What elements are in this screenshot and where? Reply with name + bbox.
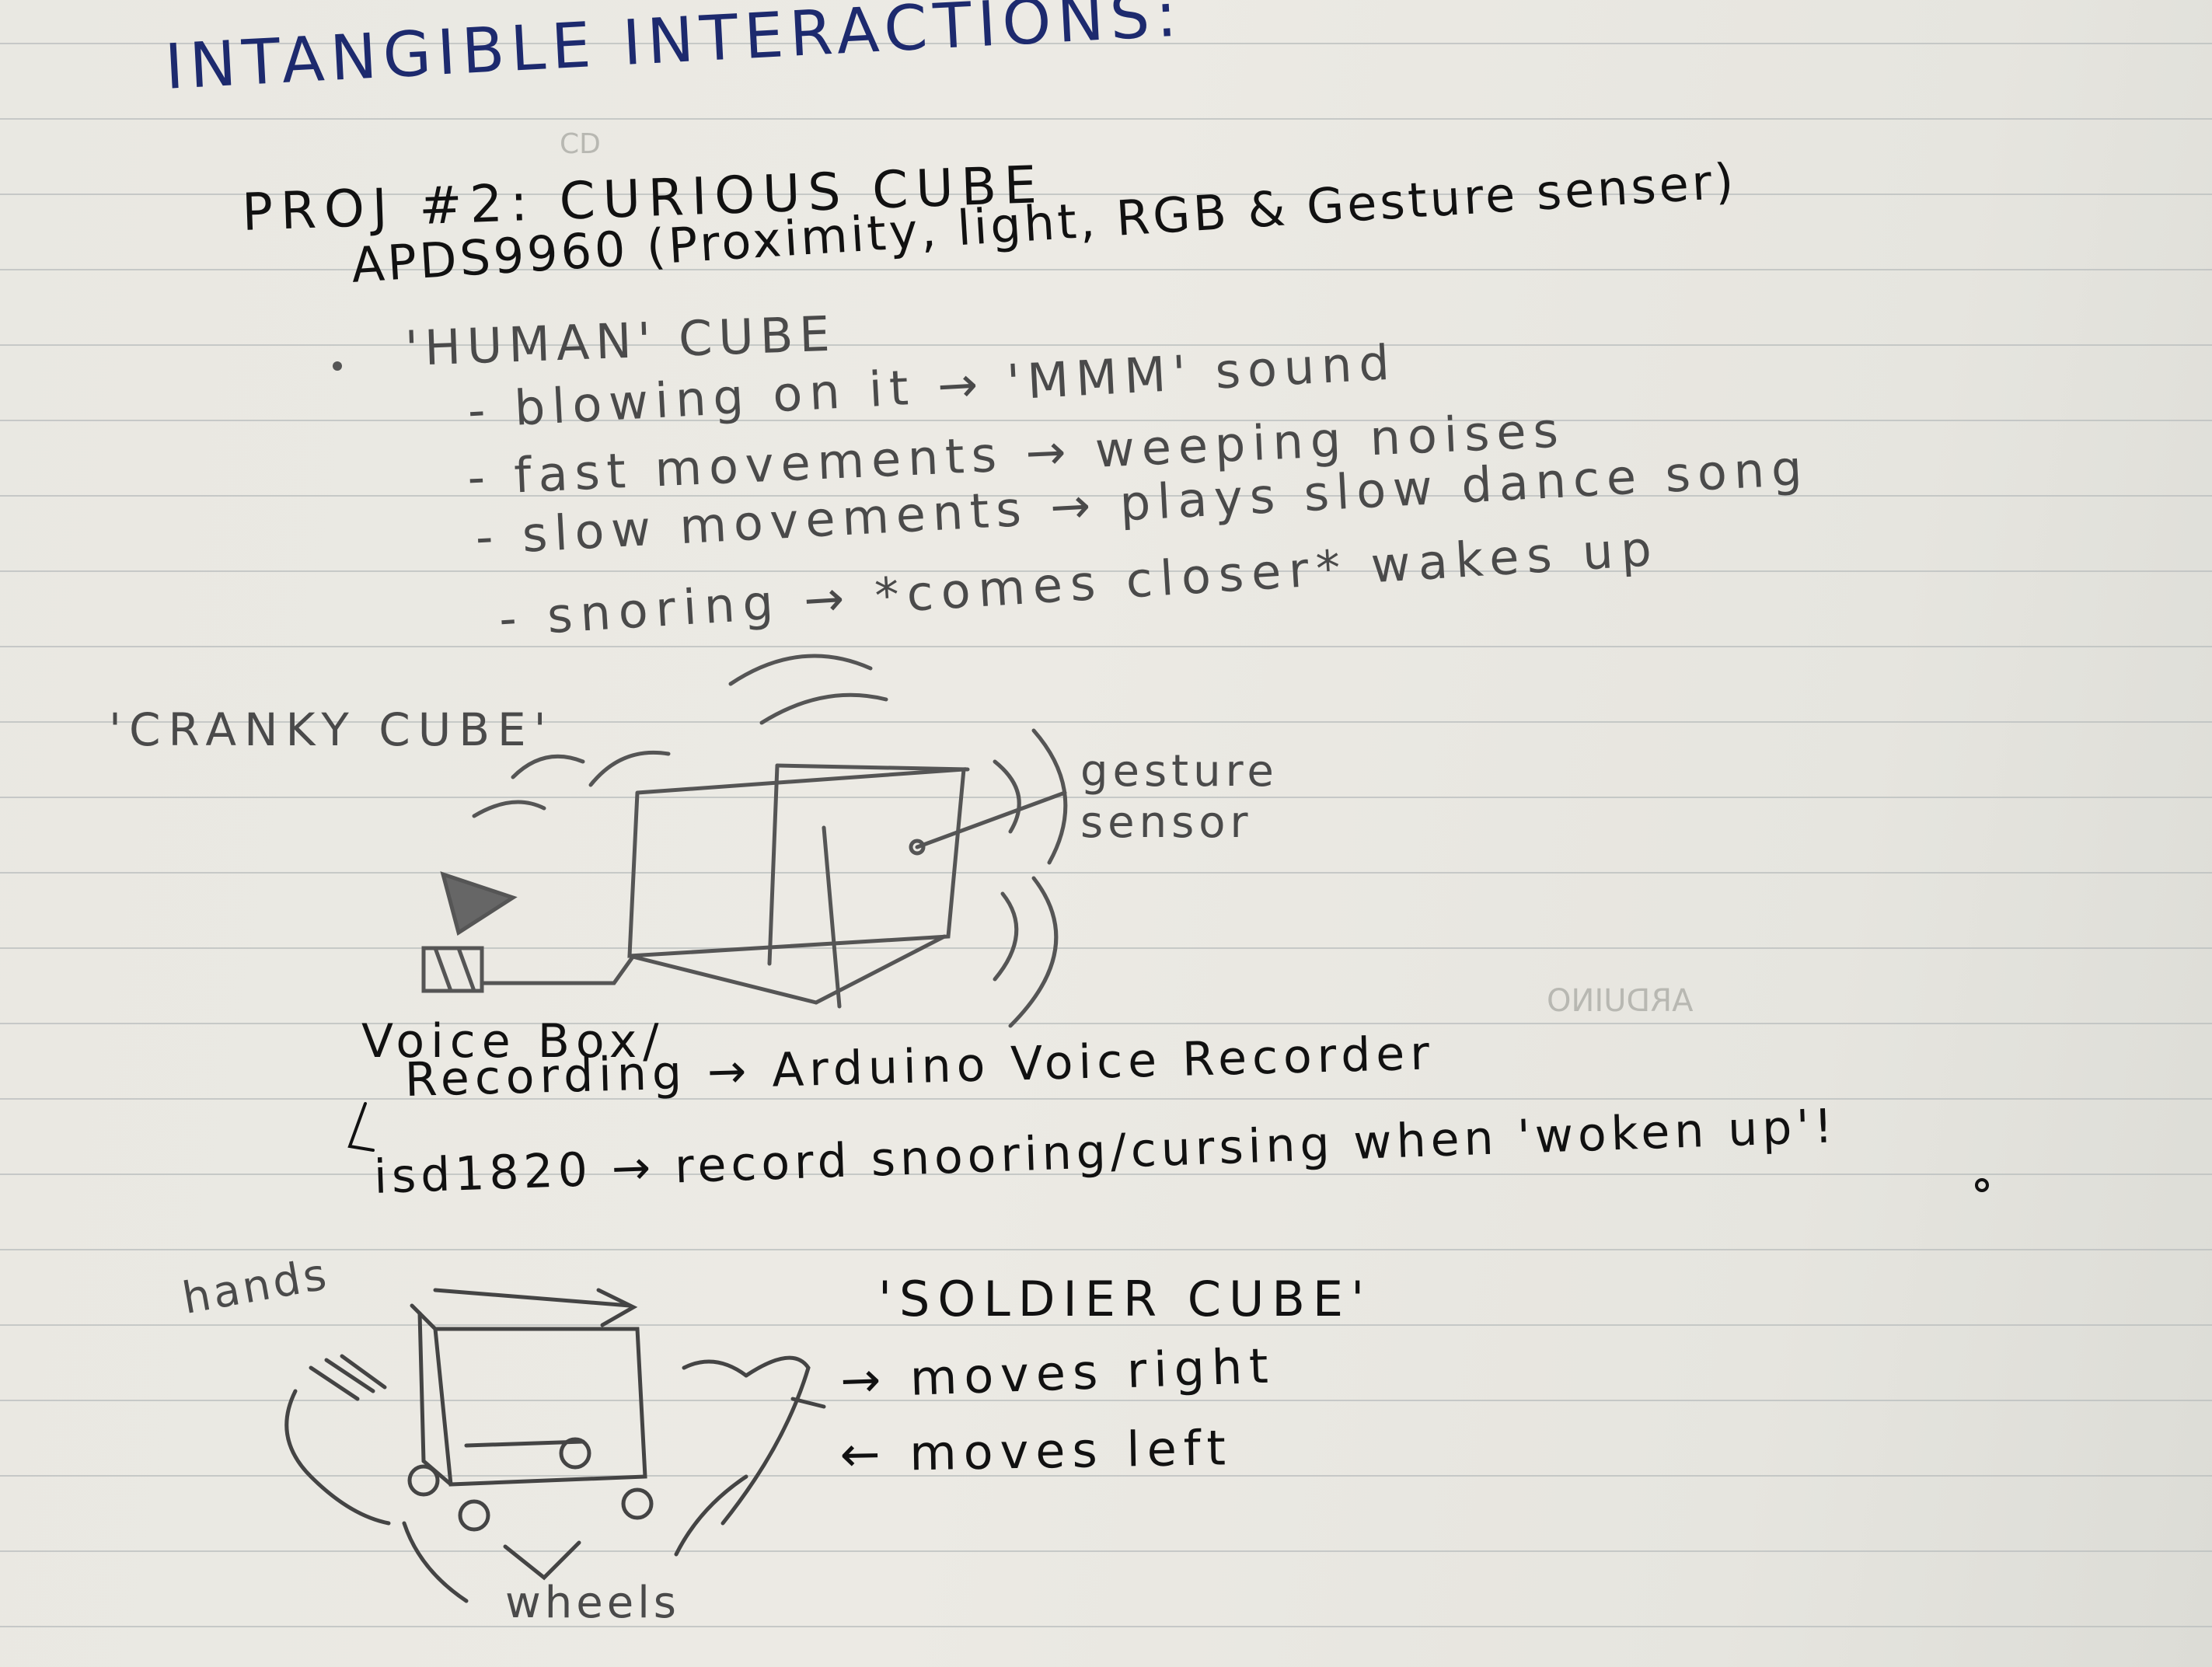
- rule-line: [0, 495, 2212, 497]
- rule-line: [0, 1174, 2212, 1175]
- soldier-cube-drawing: [284, 1288, 826, 1603]
- rule-line: [0, 1098, 2212, 1100]
- rule-line: [0, 344, 2212, 346]
- bleed-through-mark: CD: [560, 128, 601, 160]
- rule-line: [0, 269, 2212, 270]
- rule-line: [0, 570, 2212, 572]
- cranky-cube-drawing: [421, 654, 1068, 1028]
- rule-line: [0, 118, 2212, 120]
- rule-line: [0, 43, 2212, 44]
- rule-line: [0, 1249, 2212, 1250]
- rule-line: [0, 1550, 2212, 1552]
- rule-line: [0, 194, 2212, 195]
- rule-line: [0, 1023, 2212, 1024]
- rule-line: [0, 420, 2212, 421]
- rule-line: [0, 872, 2212, 874]
- bleed-through-mark: ARDUINO: [1547, 983, 1694, 1019]
- pen-marks: [347, 1102, 1989, 1192]
- rule-line: [0, 646, 2212, 647]
- bullet-dot: [333, 361, 342, 371]
- voice-box-label: Voice Box/: [361, 1014, 665, 1069]
- wheels-label: wheels: [505, 1578, 680, 1628]
- rule-line: [0, 721, 2212, 723]
- rule-line: [0, 1324, 2212, 1326]
- rule-line: [0, 1475, 2212, 1477]
- rule-line: [0, 947, 2212, 949]
- soldier-cube-title: 'SOLDIER CUBE': [878, 1271, 1373, 1327]
- rule-line: [0, 797, 2212, 798]
- rule-line: [0, 1626, 2212, 1627]
- gesture-sensor-label: gesture sensor: [1080, 746, 1279, 848]
- cranky-cube-title: 'CRANKY CUBE': [109, 703, 554, 756]
- rule-line: [0, 1400, 2212, 1401]
